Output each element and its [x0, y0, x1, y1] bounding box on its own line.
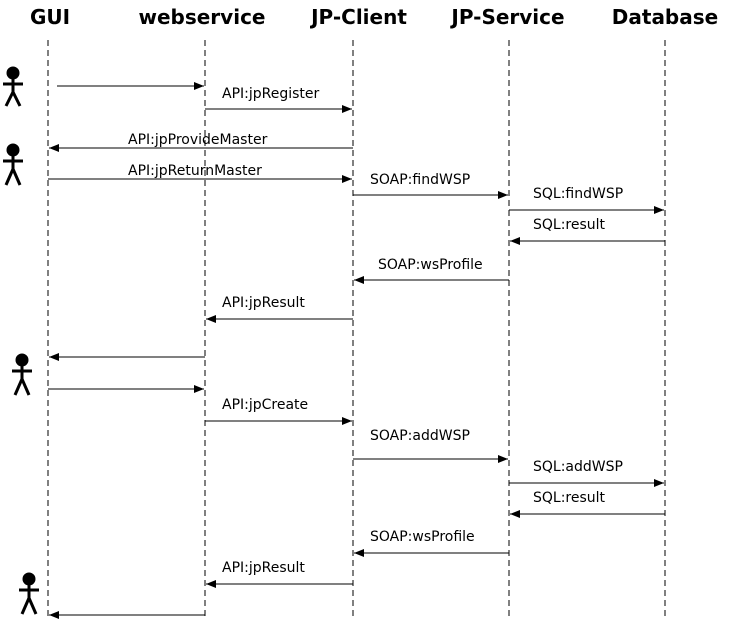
participant-gui: GUI [30, 5, 70, 29]
actor-icon [3, 143, 23, 186]
message-label: SQL:findWSP [533, 186, 623, 202]
participant-jp-service: JP-Service [449, 5, 564, 29]
message-label: SOAP:wsProfile [378, 257, 483, 273]
message-label: API:jpRegister [222, 86, 320, 102]
participant-database: Database [612, 5, 718, 29]
message-label: API:jpCreate [222, 397, 308, 413]
message-label: SOAP:addWSP [370, 428, 470, 444]
message-label: SQL:result [533, 217, 606, 233]
message-label: SOAP:findWSP [370, 172, 470, 188]
message-label: SQL:addWSP [533, 459, 623, 475]
actor-icon [3, 66, 23, 107]
message-label: SOAP:wsProfile [370, 529, 475, 545]
message-label: SQL:result [533, 490, 606, 506]
participant-jp-client: JP-Client [309, 5, 407, 29]
message-label: API:jpReturnMaster [128, 163, 262, 179]
message-label: API:jpResult [222, 295, 305, 311]
actor-icon [12, 353, 32, 396]
actor-icon [19, 572, 39, 615]
message-label: API:jpProvideMaster [128, 132, 268, 148]
participant-webservice: webservice [138, 5, 265, 29]
message-label: API:jpResult [222, 560, 305, 576]
